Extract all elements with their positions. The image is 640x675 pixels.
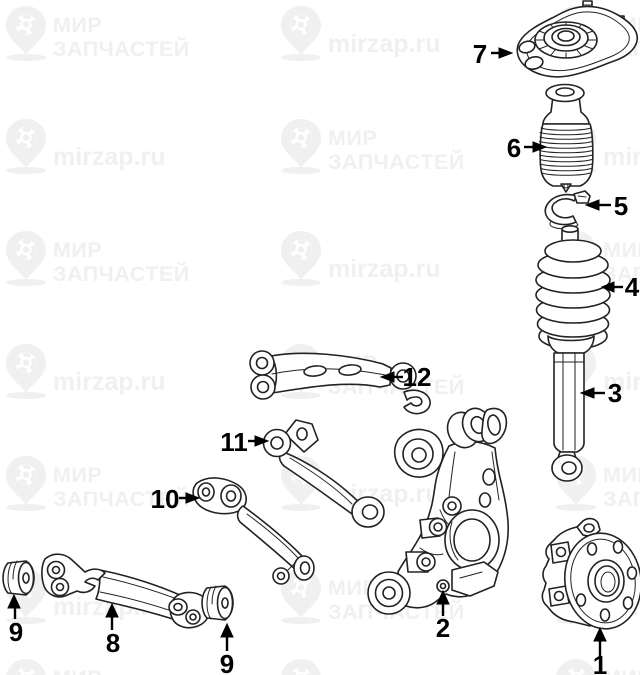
watermark-brand-text: МИР — [53, 238, 102, 262]
part-bushing-right — [201, 585, 234, 621]
watermark-site-text: mirzap.ru — [603, 143, 640, 171]
location-pin-gear-icon — [6, 344, 46, 399]
watermark-brand-text: МИР — [53, 666, 102, 675]
watermark-brand-text: ЗАПЧАСТЕЙ — [53, 36, 190, 61]
callout-9-left: 9 — [7, 593, 23, 647]
callout-label: 6 — [507, 133, 521, 163]
callout-label: 1 — [593, 650, 607, 675]
watermark-brand-text: МИР — [603, 238, 640, 262]
callout-10: 10 — [151, 484, 201, 514]
callout-label: 12 — [403, 362, 432, 392]
location-pin-gear-icon — [6, 659, 46, 675]
callout-label: 10 — [151, 484, 180, 514]
location-pin-gear-icon — [6, 6, 46, 61]
callout-label: 9 — [9, 617, 23, 647]
part-spring-seat-clip — [544, 190, 591, 230]
part-upper-arm — [249, 350, 431, 415]
watermark-brand-text: ЗАПЧАСТЕЙ — [603, 486, 640, 511]
callout-label: 3 — [608, 378, 622, 408]
part-wheel-hub — [541, 517, 640, 630]
watermark-brand-text: МИР — [53, 463, 102, 487]
part-strut-mount — [516, 0, 639, 78]
part-rear-upper-arm — [262, 419, 385, 528]
location-pin-gear-icon — [6, 456, 46, 511]
callout-label: 2 — [436, 613, 450, 643]
watermark-site-text: mirzap.ru — [328, 30, 441, 58]
callout-6: 6 — [507, 133, 548, 163]
watermark-site-text: mirzap.ru — [53, 143, 166, 171]
callout-label: 7 — [473, 39, 487, 69]
location-pin-gear-icon — [6, 119, 46, 174]
location-pin-gear-icon — [281, 659, 321, 675]
callout-1: 1 — [593, 626, 607, 675]
part-shock-absorber — [547, 335, 595, 482]
part-dust-boot — [539, 83, 594, 193]
callout-label: 11 — [220, 427, 248, 457]
callout-12: 12 — [379, 362, 432, 392]
location-pin-gear-icon — [281, 119, 321, 174]
watermark-brand-text: МИР — [603, 463, 640, 487]
part-toe-arm — [41, 553, 211, 629]
callout-label: 4 — [625, 272, 640, 302]
callout-4: 4 — [600, 272, 640, 302]
watermark-brand-text: МИР — [603, 666, 640, 675]
callout-label: 9 — [220, 649, 234, 675]
part-lower-front-arm — [192, 477, 315, 585]
watermark-site-text: mirzap.ru — [603, 368, 640, 396]
callout-9-right: 9 — [220, 622, 234, 675]
watermark-brand-text: МИР — [328, 126, 377, 150]
location-pin-gear-icon — [556, 659, 596, 675]
watermark-brand-text: ЗАПЧАСТЕЙ — [328, 149, 465, 174]
callout-label: 8 — [106, 628, 120, 658]
location-pin-gear-icon — [6, 231, 46, 286]
watermark-brand-text: МИР — [53, 13, 102, 37]
watermark-site-text: mirzap.ru — [328, 255, 441, 283]
callout-8: 8 — [105, 602, 120, 658]
location-pin-gear-icon — [281, 231, 321, 286]
part-coil-spring — [535, 225, 611, 350]
callout-3: 3 — [579, 378, 622, 408]
part-bushing-left — [2, 560, 35, 596]
callout-label: 5 — [614, 191, 628, 221]
part-knuckle — [367, 407, 509, 615]
watermark-brand-text: ЗАПЧАСТЕЙ — [53, 486, 190, 511]
watermark-site-text: mirzap.ru — [53, 368, 166, 396]
callout-5: 5 — [584, 191, 628, 221]
callout-2: 2 — [436, 589, 450, 643]
callout-7: 7 — [473, 39, 514, 69]
location-pin-gear-icon — [281, 6, 321, 61]
callout-11: 11 — [220, 427, 270, 457]
watermark-brand-text: ЗАПЧАСТЕЙ — [53, 261, 190, 286]
